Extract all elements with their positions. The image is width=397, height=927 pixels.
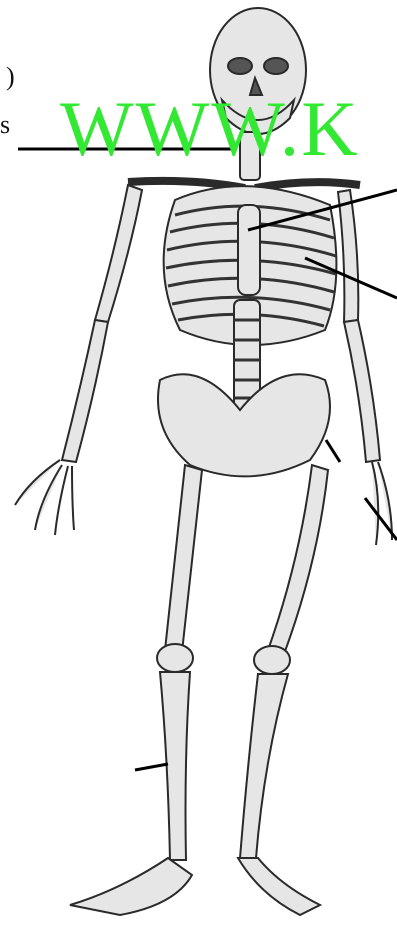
eye-socket-left [228, 58, 252, 74]
humerus-left [95, 185, 142, 322]
femur-left [165, 465, 202, 652]
forearm-right [344, 320, 380, 462]
leader-line-wrist [365, 498, 397, 540]
eye-socket-right [264, 58, 288, 74]
patella-right [254, 646, 290, 674]
foot-right [238, 858, 320, 915]
leader-line-pelvis [326, 440, 340, 462]
label-fragment-top: ) [6, 62, 15, 92]
humerus-right [338, 190, 358, 322]
foot-left [70, 858, 192, 915]
femur-right [268, 465, 328, 654]
tibia-right [240, 674, 288, 858]
clavicle-right [255, 182, 360, 188]
forearm-left [62, 320, 108, 462]
hand-right [372, 462, 392, 545]
watermark: WWW.K [60, 84, 360, 174]
sternum [238, 205, 260, 295]
leader-line-tibia [135, 764, 168, 770]
label-fragment-left: s [0, 110, 10, 140]
hand-left [15, 460, 74, 535]
patella-left [157, 644, 193, 672]
